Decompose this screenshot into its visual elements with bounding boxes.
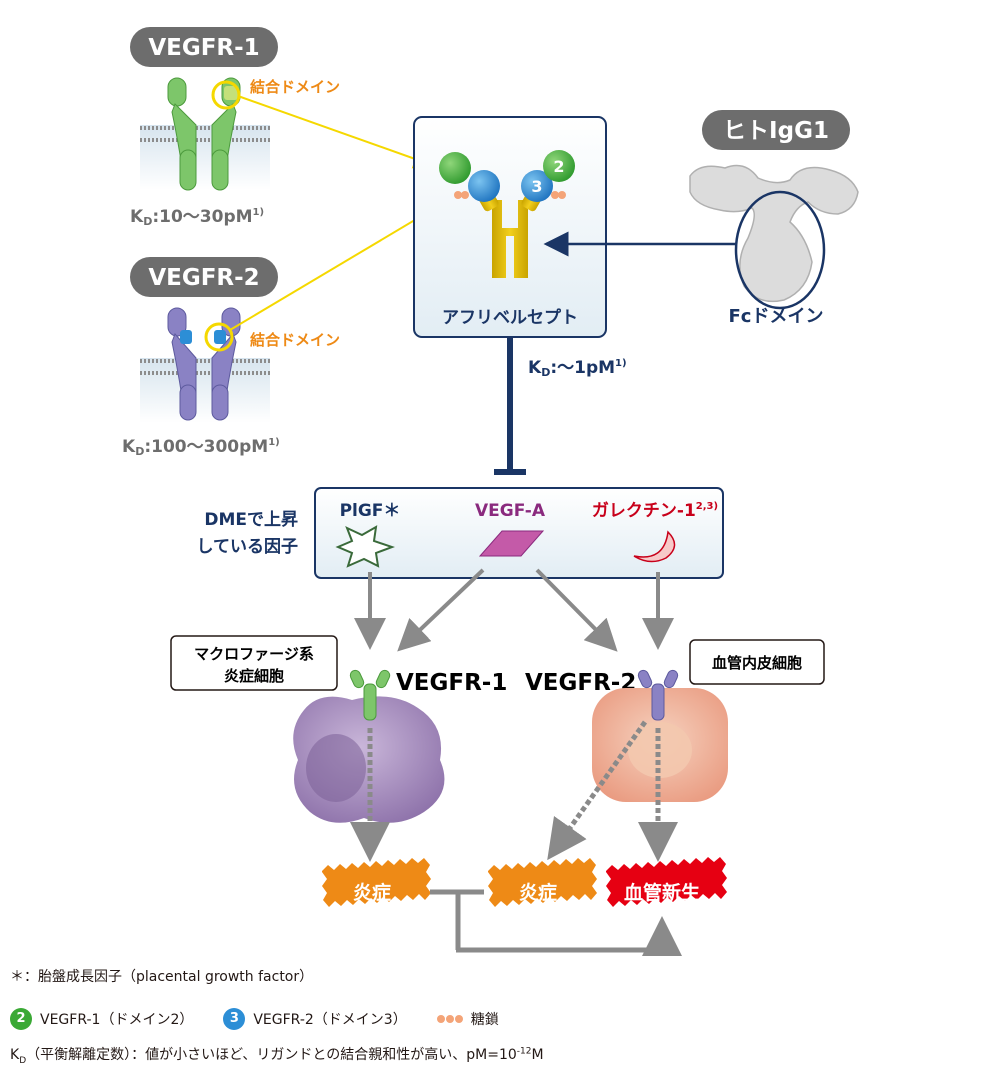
vegfa-icon	[478, 530, 545, 557]
vegfa-label: VEGF-A	[475, 501, 546, 521]
plgf-icon	[335, 525, 395, 568]
vegfa-to-vegfr1-arrow	[397, 568, 485, 652]
macrophage-label-box	[170, 635, 338, 691]
factors-side-label-line2: している因子	[197, 537, 299, 557]
vegfr1-pill	[130, 27, 278, 67]
galectin-icon	[633, 530, 676, 563]
vegfr2-binding-highlight	[204, 322, 234, 352]
igg1-pill-label: ヒトIgG1	[723, 118, 829, 144]
vegfr1-to-aflibercept-arrow	[237, 95, 434, 169]
vegfr2-to-aflibercept-arrow	[229, 203, 442, 331]
legend-domain2-text: VEGFR-1（ドメイン2）	[40, 1012, 194, 1028]
vegfr1-pill-label: VEGFR-1	[148, 35, 259, 61]
vegfr2-receptor-icon	[167, 307, 241, 421]
macrophage-label-line1: マクロファージ系	[194, 645, 314, 663]
legend-domain2-icon: 2	[10, 1008, 32, 1030]
fc-domain-highlight	[734, 190, 826, 310]
vegfr2-binding-label: 結合ドメイン	[250, 331, 340, 349]
vegfr2-pill	[130, 257, 278, 297]
macrophage-nucleus	[306, 734, 366, 802]
igg1-group: ヒトIgG1 Fcドメイン	[689, 110, 859, 327]
fc-domain-label: Fcドメイン	[729, 306, 824, 327]
legend-sugar-icon	[436, 1015, 463, 1023]
endothelial-label-box	[689, 639, 825, 685]
feedback-connector	[430, 889, 682, 956]
vegfr1-kd-label: KD:10～30pM1)	[130, 207, 264, 228]
factors-side-label-line1: DMEで上昇	[204, 510, 298, 530]
galectin-label: ガレクチン-12,3)	[592, 501, 718, 521]
angiogenesis-badge	[606, 857, 727, 907]
igg1-pill	[702, 110, 850, 150]
cell-vegfr1-receptor-icon	[349, 669, 391, 721]
factor-arrows	[354, 568, 674, 652]
inflammation-left-badge	[322, 858, 431, 907]
angiogenesis-label: 血管新生	[624, 881, 700, 904]
legend-domain3-icon: 3	[223, 1008, 246, 1030]
vegfr1-receptor-icon	[167, 77, 241, 191]
inflammation-right-label: 炎症	[519, 881, 557, 904]
igg1-molecule-icon	[689, 164, 859, 303]
domain3-number: 3	[531, 177, 542, 196]
vegfr2-kd-label: KD:100～300pM1)	[122, 437, 280, 458]
vegfr2-top-group: VEGFR-2 結合ドメイン KD:100～300pM1)	[122, 257, 340, 458]
cell-vegfr1-label: VEGFR-1	[396, 670, 507, 696]
macrophage-label-line2: 炎症細胞	[224, 667, 284, 685]
asterisk-footnote: ＊：胎盤成長因子（placental growth factor）	[10, 969, 314, 985]
aflibercept-kd-label: KD:～1pM1)	[528, 358, 627, 379]
vegfr2-to-inflammation-arrow	[547, 720, 648, 861]
vegfa-to-vegfr2-arrow	[535, 568, 618, 652]
plgf-label: PlGF＊	[340, 501, 401, 521]
aflibercept-molecule-icon: 3 2	[439, 150, 575, 278]
endothelial-label: 血管内皮細胞	[712, 654, 802, 672]
domain2-number: 2	[553, 157, 564, 176]
inflammation-left-label: 炎症	[353, 881, 391, 904]
vegfr1-binding-label: 結合ドメイン	[250, 78, 340, 96]
legend-domain3-text: VEGFR-2（ドメイン3）	[253, 1012, 407, 1028]
endothelial-nucleus	[628, 722, 692, 778]
vegfr1-top-group: VEGFR-1 結合ドメイン KD:10～30pM1)	[130, 27, 340, 228]
legend-sugar-text: 糖鎖	[470, 1012, 499, 1028]
vegfr2-pill-label: VEGFR-2	[148, 265, 259, 291]
legend-row: 2 VEGFR-1（ドメイン2） 3 VEGFR-2（ドメイン3） 糖鎖	[10, 1008, 499, 1030]
kd-footnote: KD（平衡解離定数）：値が小さいほど、リガンドとの結合親和性が高い、pM=10-…	[10, 1046, 544, 1066]
factors-group: DMEで上昇 している因子 PlGF＊ VEGF-A ガレクチン-12,3)	[197, 487, 724, 579]
vegfr1-binding-highlight	[211, 80, 241, 110]
aflibercept-label: アフリベルセプト	[442, 307, 578, 328]
inflammation-right-badge	[488, 858, 597, 907]
vegfr1-membrane	[140, 125, 270, 190]
aflibercept-group: 3 2 アフリベルセプト	[413, 116, 607, 338]
vegfr2-membrane	[140, 358, 270, 423]
aflibercept-box	[413, 116, 607, 338]
cell-vegfr2-receptor-icon	[637, 669, 679, 721]
cell-signal-arrows	[350, 720, 678, 862]
